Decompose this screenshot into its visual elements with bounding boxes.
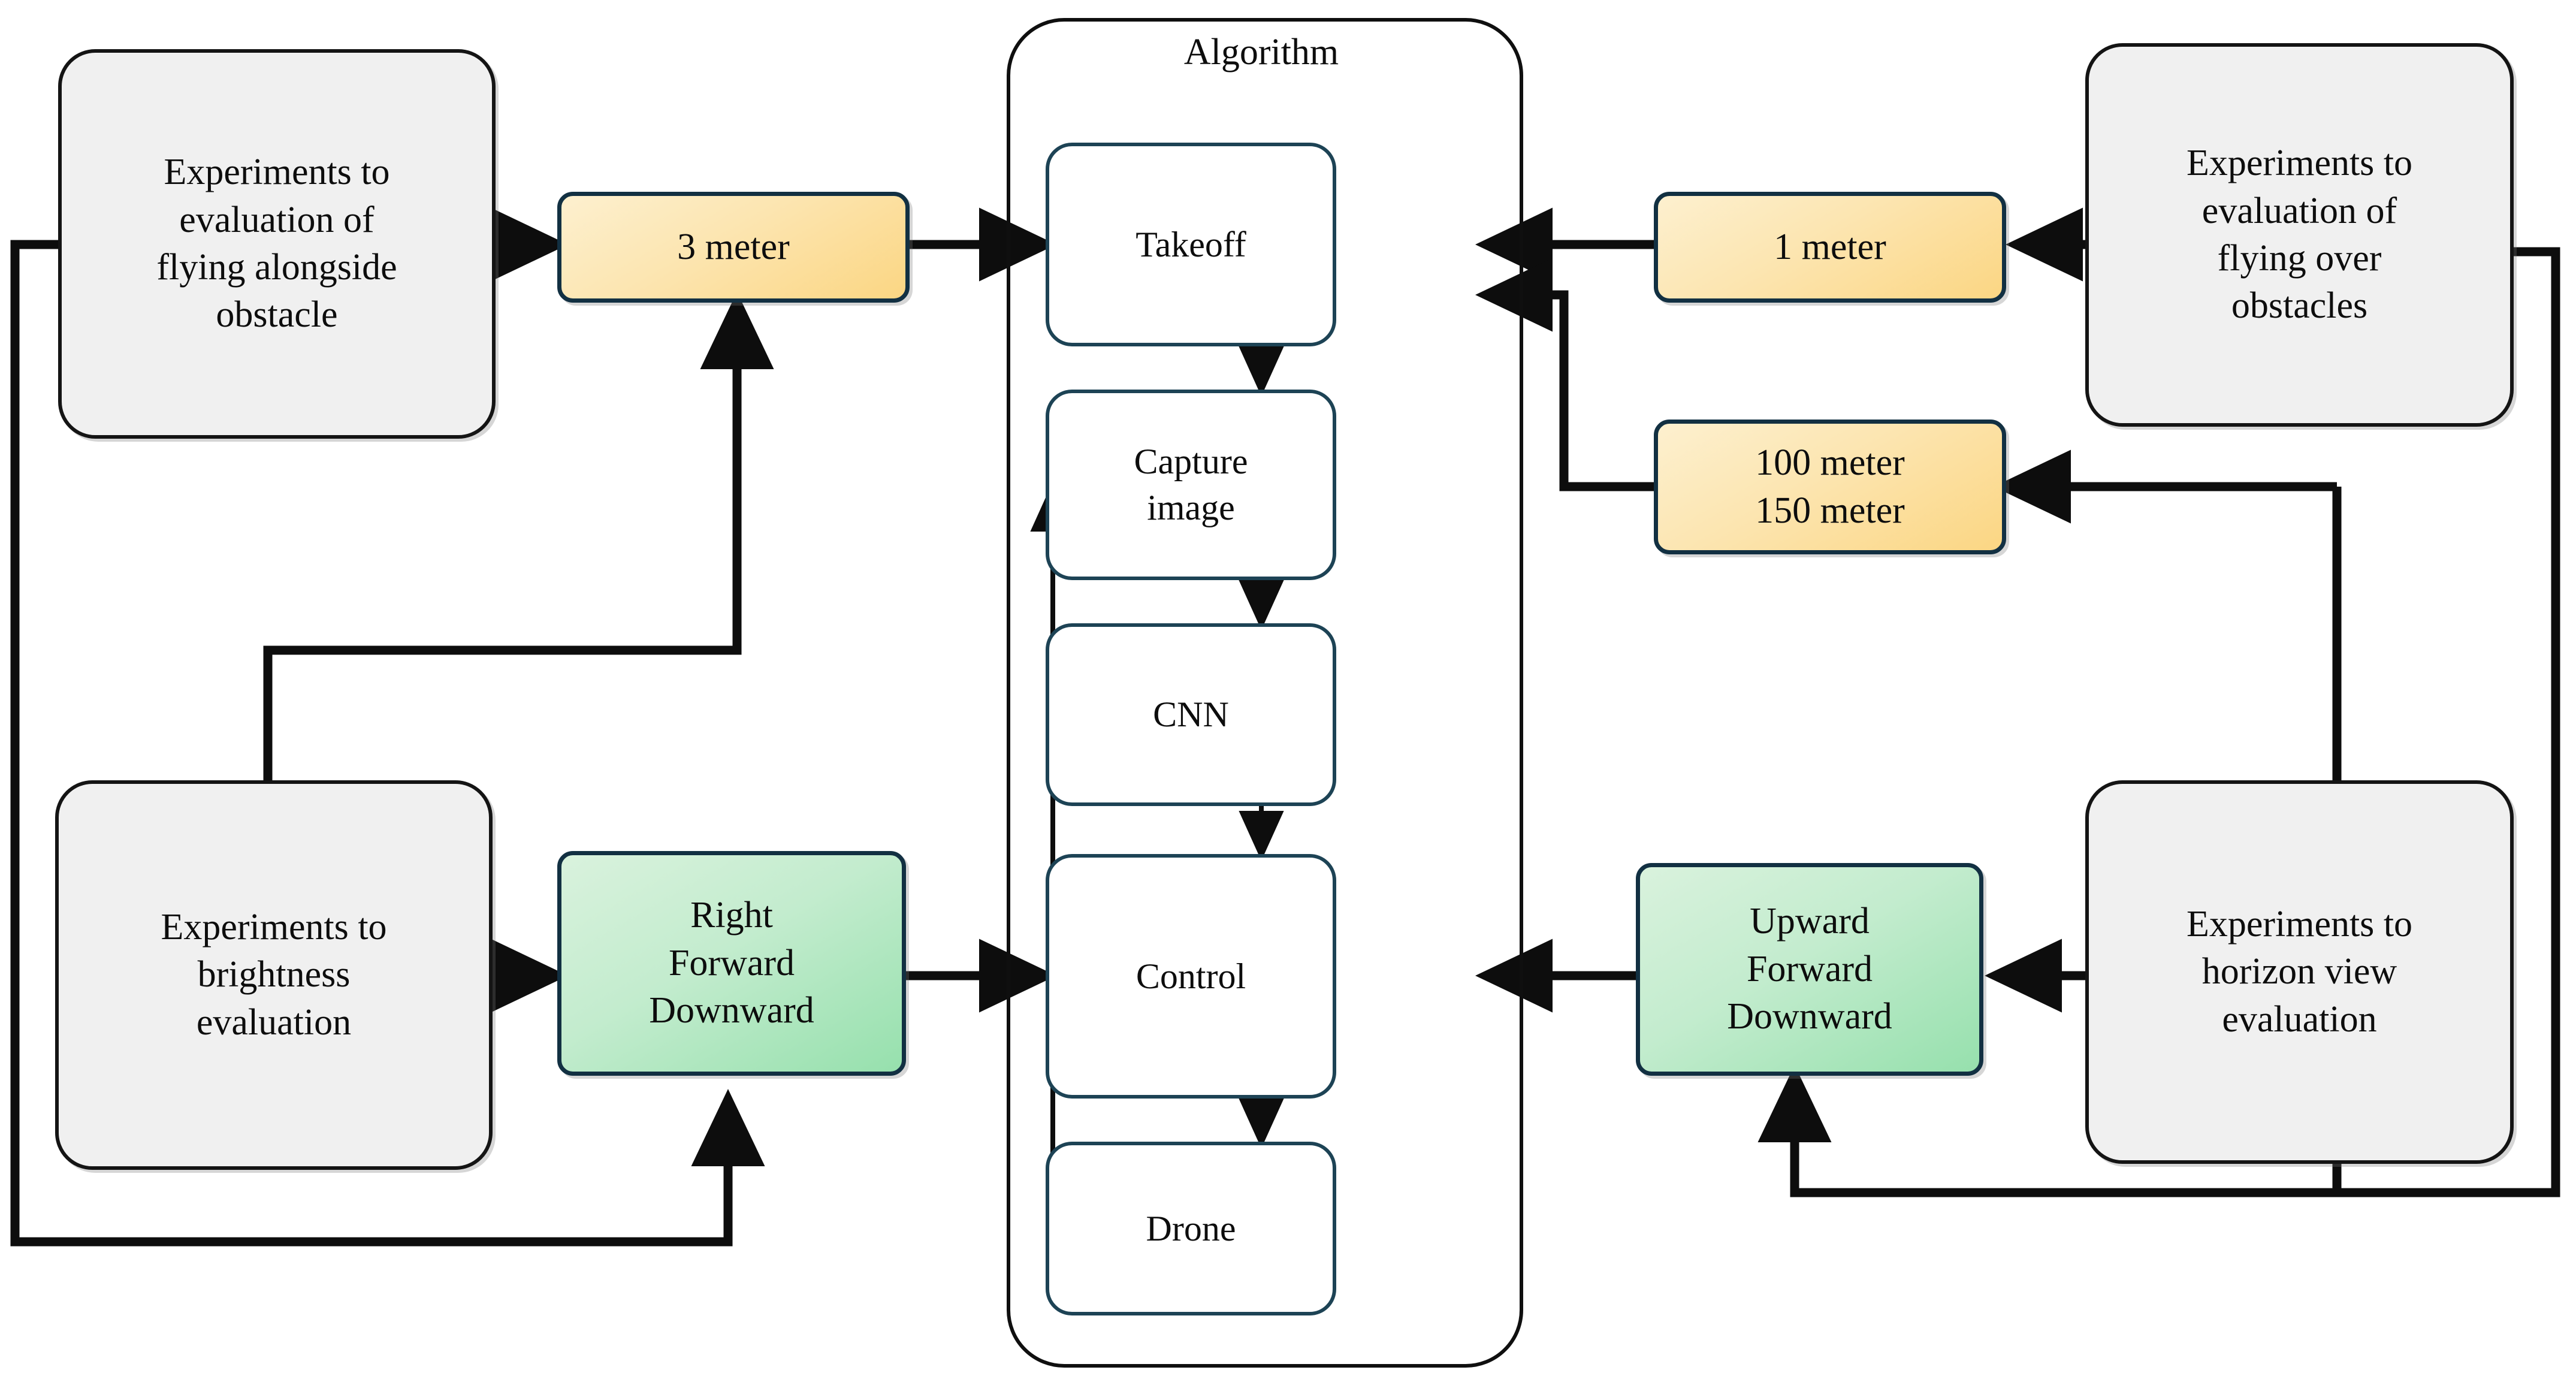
direction-right-forward-downward[interactable]: Right Forward Downward — [557, 851, 906, 1076]
experiment-brightness-evaluation[interactable]: Experiments to brightness evaluation — [55, 780, 493, 1170]
edge-brightness-to-3m — [263, 292, 774, 836]
algorithm-step-drone[interactable]: Drone — [1046, 1142, 1336, 1315]
algorithm-container — [1007, 18, 1523, 1368]
parameter-1-meter[interactable]: 1 meter — [1654, 192, 2006, 303]
parameter-3-meter[interactable]: 3 meter — [557, 192, 910, 303]
algorithm-step-cnn[interactable]: CNN — [1046, 623, 1336, 806]
algorithm-step-takeoff[interactable]: Takeoff — [1046, 143, 1336, 346]
direction-upward-forward-downward[interactable]: Upward Forward Downward — [1636, 863, 1983, 1076]
experiment-flying-over-obstacles[interactable]: Experiments to evaluation of flying over… — [2085, 43, 2514, 427]
experiment-flying-alongside-obstacle[interactable]: Experiments to evaluation of flying alon… — [58, 49, 496, 439]
parameter-100-150-meter[interactable]: 100 meter 150 meter — [1654, 420, 2006, 554]
edge-alongside-loop-to-dir-right — [10, 240, 765, 1247]
algorithm-step-capture-image[interactable]: Capture image — [1046, 390, 1336, 580]
experiment-horizon-view-evaluation[interactable]: Experiments to horizon view evaluation — [2085, 780, 2514, 1164]
algorithm-step-control[interactable]: Control — [1046, 854, 1336, 1099]
algorithm-title: Algorithm — [1183, 32, 1339, 73]
edge-100m-to-takeoff — [1475, 258, 1654, 491]
